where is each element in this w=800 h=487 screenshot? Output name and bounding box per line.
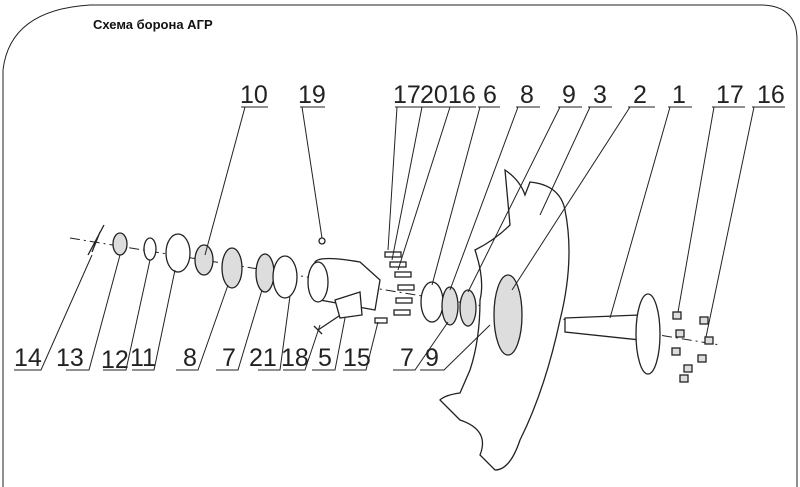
callout-14: 14 xyxy=(14,344,42,372)
callout-6: 6 xyxy=(483,81,497,109)
axle-1 xyxy=(564,314,641,341)
top-callouts: 10 19 17 20 16 6 8 9 3 2 1 17 16 xyxy=(204,81,785,338)
callout-9: 9 xyxy=(562,81,576,109)
bearing-6 xyxy=(420,281,444,323)
diagram-title: Схема борона АГР xyxy=(93,17,213,32)
callout-17: 17 xyxy=(393,81,421,109)
callout-10: 10 xyxy=(240,81,268,109)
cap-11 xyxy=(165,233,191,273)
grease-fitting-19 xyxy=(318,237,326,245)
callout-19: 19 xyxy=(298,81,326,109)
bearing-7 xyxy=(255,253,275,293)
callout-20: 20 xyxy=(420,81,448,109)
callout-7-bottom: 7 xyxy=(222,344,236,372)
seal-7 xyxy=(441,286,459,326)
callout-12: 12 xyxy=(101,346,129,374)
nuts-17-16 xyxy=(671,311,714,383)
callout-16-right: 16 xyxy=(757,81,785,109)
bearing-10 xyxy=(194,244,214,276)
bracket-15 xyxy=(334,291,363,319)
callout-5: 5 xyxy=(318,344,332,372)
callout-21: 21 xyxy=(249,344,277,372)
bottom-callouts: 14 13 12 11 8 7 21 18 5 15 7 9 xyxy=(14,254,491,374)
callout-18: 18 xyxy=(281,344,309,372)
bolts-17-20-16 xyxy=(374,251,415,324)
castle-nut-13 xyxy=(112,232,128,256)
callout-3: 3 xyxy=(593,81,607,109)
diagram-frame xyxy=(2,4,798,487)
callout-1: 1 xyxy=(672,81,686,109)
callout-8: 8 xyxy=(520,81,534,109)
callout-16: 16 xyxy=(448,81,476,109)
callout-13: 13 xyxy=(56,344,84,372)
cotter-pin-14 xyxy=(87,224,105,256)
callout-9-right: 9 xyxy=(425,344,439,372)
callout-17-right: 17 xyxy=(716,81,744,109)
callout-8-bottom: 8 xyxy=(183,344,197,372)
callout-11: 11 xyxy=(130,344,156,372)
axle-flange xyxy=(635,293,661,375)
callout-7-right: 7 xyxy=(400,344,414,372)
washer-12 xyxy=(143,237,157,261)
hub-flange-2 xyxy=(493,274,523,356)
parts xyxy=(87,168,714,471)
seal-9 xyxy=(459,289,477,327)
callout-2: 2 xyxy=(633,81,647,109)
ring-21 xyxy=(272,255,298,299)
seal-8 xyxy=(221,247,243,289)
